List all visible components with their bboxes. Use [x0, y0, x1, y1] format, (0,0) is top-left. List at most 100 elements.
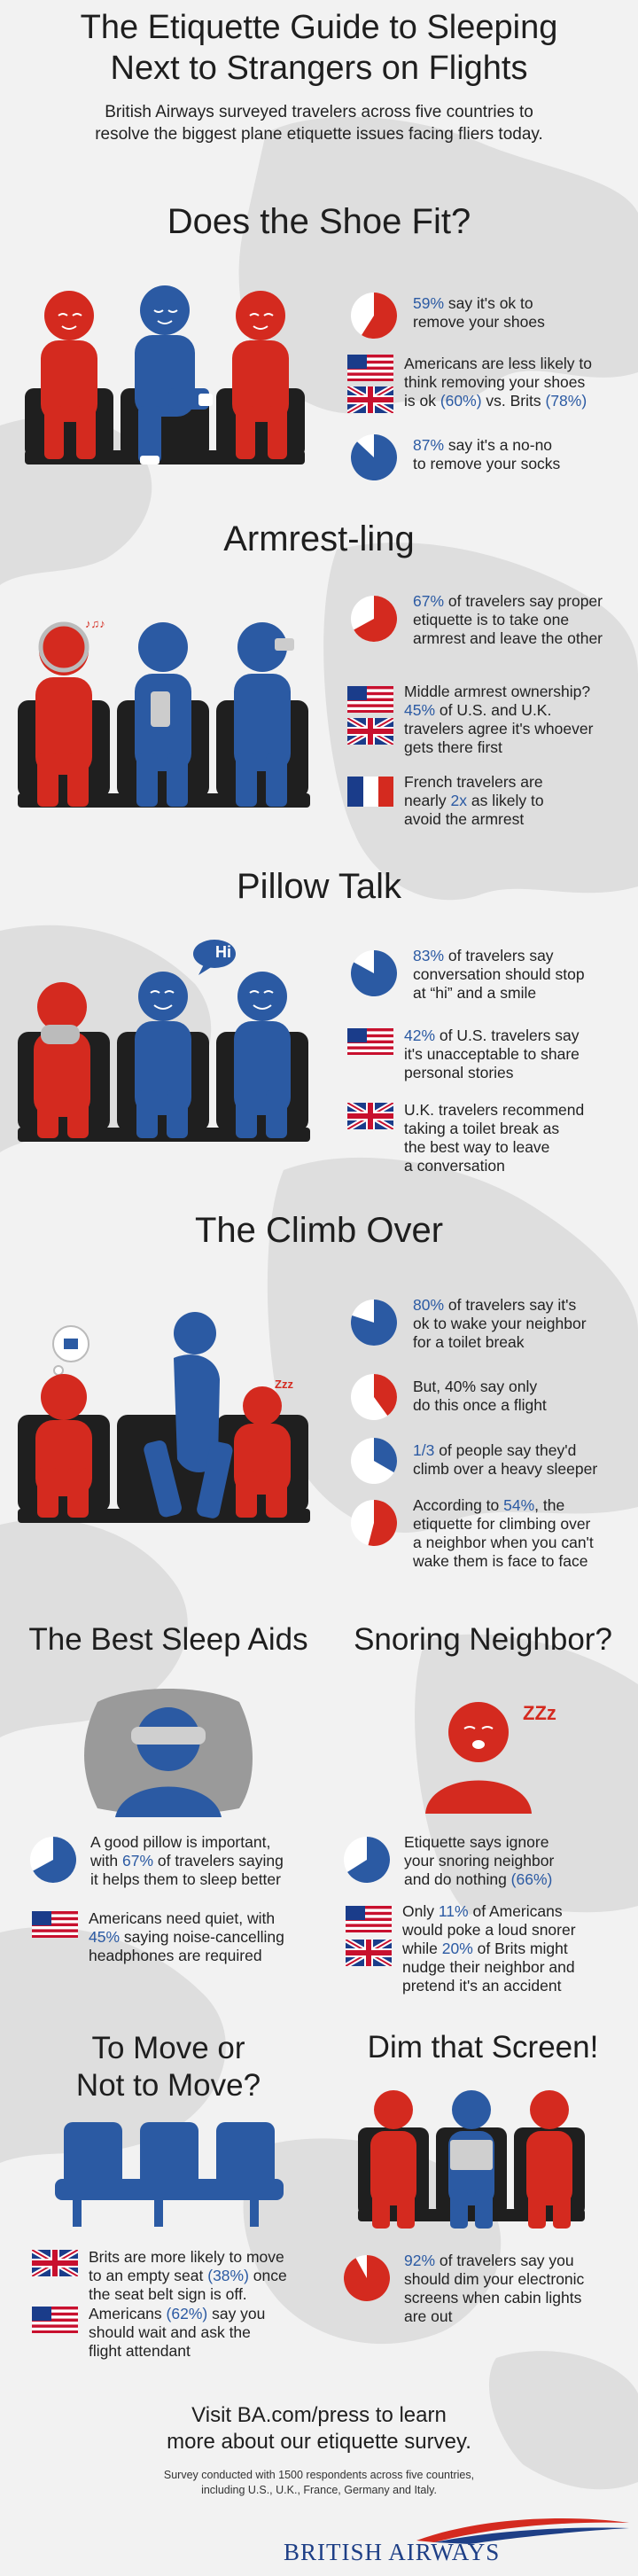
snore-f2-highlight-1: 11% — [438, 1902, 469, 1920]
snore-f2-highlight-2: 20% — [441, 1940, 473, 1957]
move-f2-text-1: Americans — [89, 2305, 167, 2322]
armrest-illustration: ♪♫♪ — [18, 617, 310, 808]
uk-flag-icon — [346, 1940, 392, 1966]
armrest-f3-text-2: nearly — [404, 792, 451, 809]
pillow-illustration — [18, 940, 310, 1142]
pillow-f3-text-2: taking a toilet break as — [404, 1120, 560, 1137]
pillow-f2-text-1: of U.S. travelers say — [435, 1026, 580, 1044]
armrest-f3-highlight: 2x — [450, 792, 468, 809]
move-title-line1: To Move or — [91, 2031, 245, 2065]
climb-f2-text-1: But, 40% say only — [413, 1378, 538, 1395]
climb-f3-text-2: climb over a heavy sleeper — [413, 1460, 598, 1478]
shoe-f3-text-2: to remove your socks — [413, 455, 561, 472]
subtitle-line2: resolve the biggest plane etiquette issu… — [95, 125, 543, 144]
climb-f2-text-2: do this once a flight — [413, 1396, 547, 1414]
snore-f1-text-2: your snoring neighbor — [404, 1852, 555, 1870]
snore-f2-text-2: of Americans — [468, 1902, 563, 1920]
armrest-f1-highlight: 67% — [413, 592, 445, 610]
uk-flag-icon — [347, 718, 393, 745]
pillow-f1-text-1: of travelers say — [444, 947, 554, 964]
pillow-f2-text-3: personal stories — [404, 1064, 514, 1081]
armrest-f2-text-2: of U.S. and U.K. — [435, 701, 552, 719]
shoe-f2-text-1: Americans are less likely to — [404, 355, 593, 372]
screen-dimming-illustration — [358, 2090, 585, 2229]
move-f2-highlight: (62%) — [166, 2305, 208, 2322]
pie-icon — [351, 293, 398, 339]
armrest-f1-text-1: of travelers say proper — [444, 592, 603, 610]
uk-flag-icon — [347, 1103, 393, 1129]
sleep-f1-text-2: with — [90, 1852, 122, 1870]
move-f2-text-2: say you — [207, 2305, 266, 2322]
snore-f2-text-3: would poke a loud snorer — [402, 1921, 576, 1939]
section-title-armrest: Armrest-ling — [223, 519, 415, 558]
shoe-f1-text: say it's ok to — [444, 294, 533, 312]
pillow-f2-text-2: it's unacceptable to share — [404, 1045, 580, 1063]
sleep-mask-pillow-illustration — [84, 1689, 253, 1817]
snore-f2-text-4: while — [402, 1940, 442, 1957]
section-title-pillow: Pillow Talk — [237, 867, 401, 906]
snore-zzz-label: ZZz — [523, 1702, 556, 1724]
section-title-dim: Dim that Screen! — [367, 2030, 599, 2065]
move-title-line2: Not to Move? — [75, 2068, 261, 2103]
sleep-fact-1: A good pillow is important,with 67% of t… — [27, 1833, 284, 1889]
sleep-f1-text-1: A good pillow is important, — [90, 1833, 271, 1851]
subtitle: British Airways surveyed travelers acros… — [35, 101, 603, 145]
pie-icon — [351, 1500, 398, 1546]
hi-speech-bubble: Hi — [215, 943, 231, 961]
pie-icon — [30, 1837, 77, 1883]
armrest-f2-text-3: travelers agree it's whoever — [404, 720, 594, 738]
snore-f2-text-5: of Brits might — [472, 1940, 568, 1957]
snore-f2-text-1: Only — [402, 1902, 439, 1920]
section-title-snoring: Snoring Neighbor? — [354, 1622, 612, 1657]
us-flag-icon — [32, 1911, 78, 1938]
climb-illustration — [18, 1312, 310, 1523]
empty-seats-illustration — [55, 2122, 284, 2227]
svg-text:♪♫♪: ♪♫♪ — [85, 617, 105, 630]
section-title-climb: The Climb Over — [194, 1211, 444, 1250]
visit-cta: Visit BA.com/press to learn more about o… — [0, 2402, 638, 2455]
armrest-f2-text-1: Middle armrest ownership? — [404, 683, 591, 700]
us-flag-icon — [32, 2307, 78, 2333]
us-flag-icon — [347, 1028, 393, 1055]
main-title-line2: Next to Strangers on Flights — [110, 50, 528, 87]
snoring-person-illustration — [425, 1702, 532, 1814]
move-f2-text-3: should wait and ask the — [89, 2323, 251, 2341]
dim-f1-text-4: are out — [404, 2307, 453, 2325]
pillow-f1-text-2: conversation should stop — [413, 965, 585, 983]
climb-f4-text-1: According to — [413, 1496, 504, 1514]
dim-f1-text-2: should dim your electronic — [404, 2270, 585, 2288]
pie-icon — [351, 596, 398, 642]
armrest-f2-text-4: gets there first — [404, 738, 502, 756]
sleep-f2-text-2: saying noise-cancelling — [120, 1928, 284, 1946]
shoe-f3-highlight: 87% — [413, 436, 445, 454]
climb-f4-text-3: etiquette for climbing over — [413, 1515, 591, 1533]
shoe-f2-text-3: is ok — [404, 392, 440, 410]
climb-f4-text-4: a neighbor when you can't — [413, 1534, 594, 1551]
climb-f4-text-5: wake them is face to face — [413, 1552, 588, 1570]
pie-icon — [344, 2255, 391, 2301]
us-flag-icon — [347, 355, 393, 381]
visit-line2: more about our etiquette survey. — [167, 2430, 471, 2454]
survey-note-line1: Survey conducted with 1500 respondents a… — [163, 2469, 475, 2481]
climb-f1-highlight: 80% — [413, 1296, 445, 1314]
survey-note: Survey conducted with 1500 respondents a… — [0, 2468, 638, 2498]
shoe-f1-highlight: 59% — [413, 294, 445, 312]
shoe-f2-highlight-2: (78%) — [545, 392, 587, 410]
move-f1-text-1: Brits are more likely to move — [89, 2248, 284, 2266]
armrest-f1-text-3: armrest and leave the other — [413, 629, 603, 647]
